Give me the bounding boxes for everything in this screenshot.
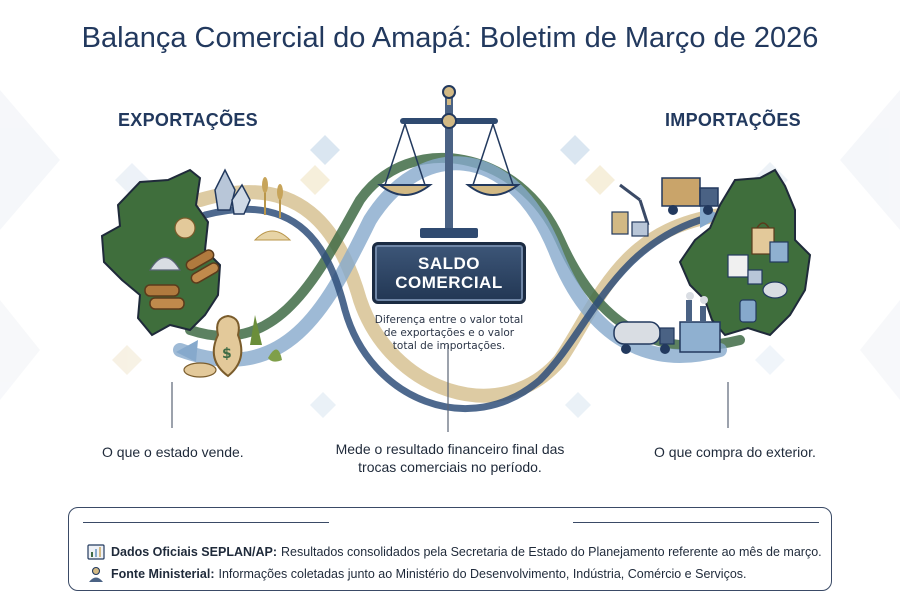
imports-heading: IMPORTAÇÕES xyxy=(665,110,801,130)
produce-icon xyxy=(183,315,282,378)
wheat-icon xyxy=(253,177,292,241)
footer-label-official: Dados Oficiais SEPLAN/AP: xyxy=(111,545,278,559)
money-bag-icon: $ xyxy=(212,314,243,378)
logs-icon xyxy=(144,249,220,310)
balance-description: Diferença entre o valor total de exporta… xyxy=(374,314,524,352)
svg-text:$: $ xyxy=(222,346,232,362)
document-icon xyxy=(87,544,105,560)
shopping-bags-icon xyxy=(727,222,789,278)
pointer-lines xyxy=(171,345,729,432)
footer-text-ministry: Informações coletadas junto ao Ministéri… xyxy=(218,567,747,581)
crane-icon xyxy=(611,183,650,237)
sources-panel: Dados Oficiais SEPLAN/AP: Resultados con… xyxy=(68,507,832,591)
scale-icon xyxy=(377,85,521,238)
footer-text-official: Resultados consolidados pela Secretaria … xyxy=(281,545,822,559)
minerals-icon xyxy=(214,168,251,215)
balance-caption: Mede o resultado financeiro final das tr… xyxy=(335,441,565,475)
footer-label-ministry: Fonte Ministerial: xyxy=(111,567,215,581)
balance-label-line2: COMERCIAL xyxy=(395,273,503,292)
balance-label-line1: SALDO xyxy=(418,254,480,273)
exports-caption: O que o estado vende. xyxy=(102,444,244,460)
footer-line-ministry: Fonte Ministerial: Informações coletadas… xyxy=(87,566,747,582)
footer-rule-left xyxy=(83,522,329,523)
exports-heading: EXPORTAÇÕES xyxy=(118,110,258,130)
stone-pile-icon xyxy=(148,217,196,271)
page-title: Balança Comercial do Amapá: Boletim de M… xyxy=(81,22,819,54)
truck-icon xyxy=(661,177,719,215)
balance-box: SALDO COMERCIAL xyxy=(372,242,526,304)
footer-line-official: Dados Oficiais SEPLAN/AP: Resultados con… xyxy=(87,544,822,560)
export-arrow-icon xyxy=(176,340,198,362)
factory-icon xyxy=(679,292,721,353)
exports-map xyxy=(100,168,222,337)
imports-caption: O que compra do exterior. xyxy=(654,444,816,460)
tanker-truck-icon xyxy=(613,321,675,354)
footer-rule-right xyxy=(573,522,819,523)
goods-icon xyxy=(739,269,788,323)
person-icon xyxy=(89,566,103,582)
